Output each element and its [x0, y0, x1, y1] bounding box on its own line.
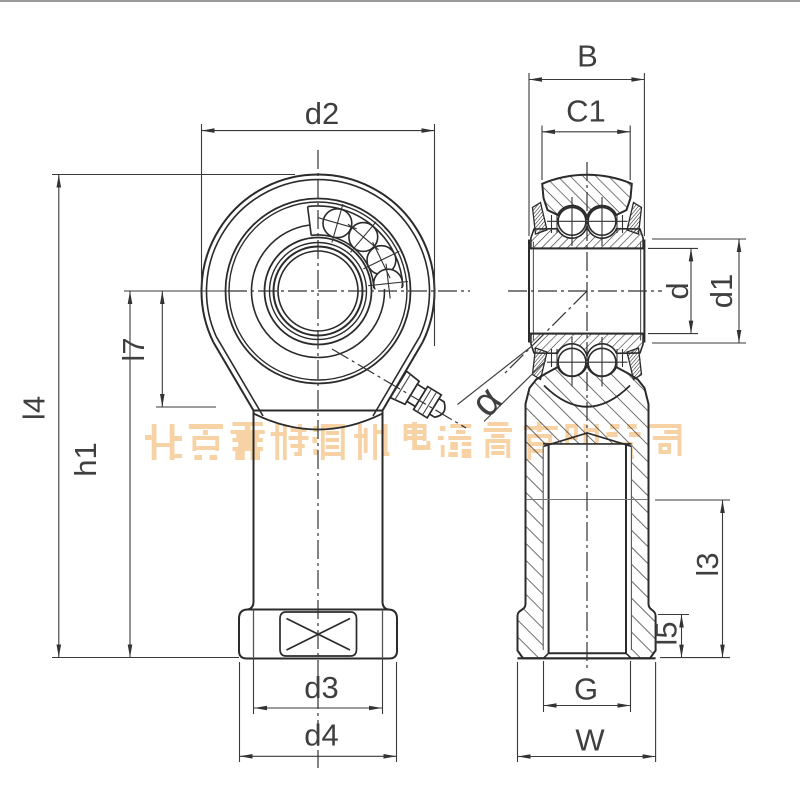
svg-text:d1: d1	[704, 274, 739, 308]
svg-text:W: W	[575, 723, 605, 758]
svg-text:d: d	[660, 282, 695, 299]
svg-text:l4: l4	[17, 396, 52, 420]
svg-text:d3: d3	[304, 670, 338, 705]
svg-text:d2: d2	[305, 96, 339, 131]
svg-text:l3: l3	[690, 552, 725, 576]
svg-text:C1: C1	[566, 94, 606, 129]
svg-text:G: G	[574, 672, 598, 707]
svg-text:l7: l7	[116, 337, 151, 361]
svg-text:B: B	[577, 39, 598, 74]
svg-text:h1: h1	[68, 442, 103, 476]
svg-text:d4: d4	[304, 718, 338, 753]
svg-text:l5: l5	[649, 621, 684, 645]
